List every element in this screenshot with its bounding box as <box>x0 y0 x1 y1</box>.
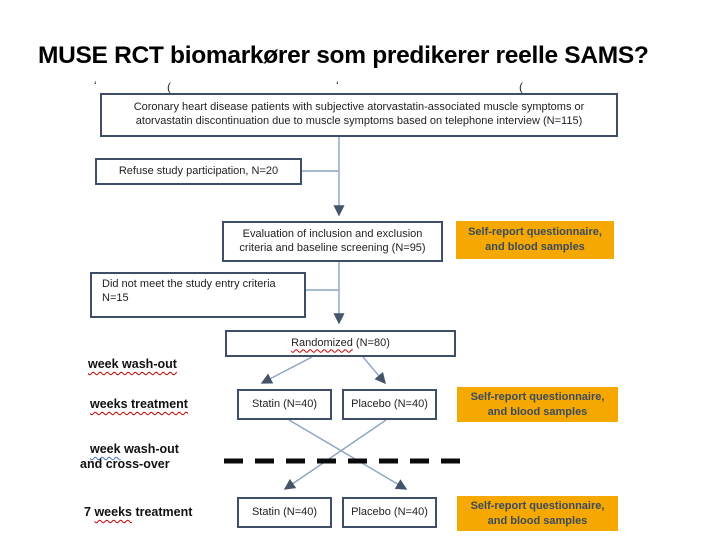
selfreport-line1: Self-report questionnaire, <box>470 499 605 512</box>
label-washout-crossover: week wash-out and cross-over <box>80 442 179 472</box>
selfreport-line1: Self-report questionnaire, <box>470 390 605 403</box>
placebo-box-1: Placebo (N=40) <box>342 389 437 420</box>
label-treatment-1: weeks treatment <box>90 397 188 411</box>
enrollment-box: Coronary heart disease patients with sub… <box>100 93 618 137</box>
evaluation-text: Evaluation of inclusion and exclusion cr… <box>239 227 426 254</box>
label-washout-2-word: week <box>90 442 121 456</box>
statin-box-2: Statin (N=40) <box>237 497 332 528</box>
label-washout-2-rest: wash-out <box>120 442 179 456</box>
placebo-box-2: Placebo (N=40) <box>342 497 437 528</box>
did-not-meet-line1: Did not meet the study entry criteria <box>102 278 276 290</box>
selfreport-line2: and blood samples <box>485 241 585 253</box>
selfreport-line1: Self-report questionnaire, <box>468 226 602 239</box>
label-treatment-2-post: treatment <box>131 505 193 519</box>
text-fragment-artifact: ʻ <box>94 79 97 93</box>
label-crossover-line2: and cross-over <box>80 457 170 471</box>
placebo-text: Placebo (N=40) <box>351 505 428 518</box>
statin-text: Statin (N=40) <box>251 505 318 518</box>
label-washout-2-line1: week wash-out <box>80 442 179 457</box>
randomized-box: Randomized (N=80) <box>225 330 456 357</box>
selfreport-box-3: Self-report questionnaire, and blood sam… <box>457 496 618 531</box>
selfreport-line2: and blood samples <box>487 514 588 527</box>
text-fragment-artifact: ( <box>167 80 171 94</box>
arrow-randomized-to-statin <box>260 356 313 384</box>
did-not-meet-box: Did not meet the study entry criteria N=… <box>90 272 306 318</box>
label-treatment-2: 7 weeks treatment <box>84 505 192 519</box>
did-not-meet-line2: N=15 <box>102 291 129 304</box>
statin-box-1: Statin (N=40) <box>237 389 332 420</box>
label-washout-1: week wash-out <box>88 357 177 371</box>
randomized-word: Randomized <box>291 336 353 349</box>
arrow-crossover-statin-to-placebo <box>288 419 408 490</box>
text-fragment-artifact: ʻ <box>336 79 339 93</box>
refuse-text: Refuse study participation, N=20 <box>118 164 279 177</box>
label-treatment-2-pre: 7 <box>84 505 95 519</box>
statin-text: Statin (N=40) <box>251 397 318 410</box>
evaluation-box: Evaluation of inclusion and exclusion cr… <box>222 221 443 262</box>
enrollment-text: Coronary heart disease patients with sub… <box>133 101 585 127</box>
arrow-crossover-placebo-to-statin <box>283 419 387 490</box>
selfreport-box-2: Self-report questionnaire, and blood sam… <box>457 387 618 422</box>
randomized-n: (N=80) <box>352 336 390 349</box>
text-fragment-artifact: ( <box>519 80 523 94</box>
label-treatment-2-weeks: weeks <box>94 505 132 519</box>
slide-title: MUSE RCT biomarkører som predikerer reel… <box>38 42 649 69</box>
placebo-text: Placebo (N=40) <box>351 397 428 410</box>
selfreport-box-1: Self-report questionnaire, and blood sam… <box>456 221 614 259</box>
randomized-text: Randomized (N=80) <box>291 337 390 351</box>
refuse-box: Refuse study participation, N=20 <box>95 158 302 185</box>
arrow-randomized-to-placebo <box>362 356 386 385</box>
selfreport-line2: and blood samples <box>487 405 588 418</box>
